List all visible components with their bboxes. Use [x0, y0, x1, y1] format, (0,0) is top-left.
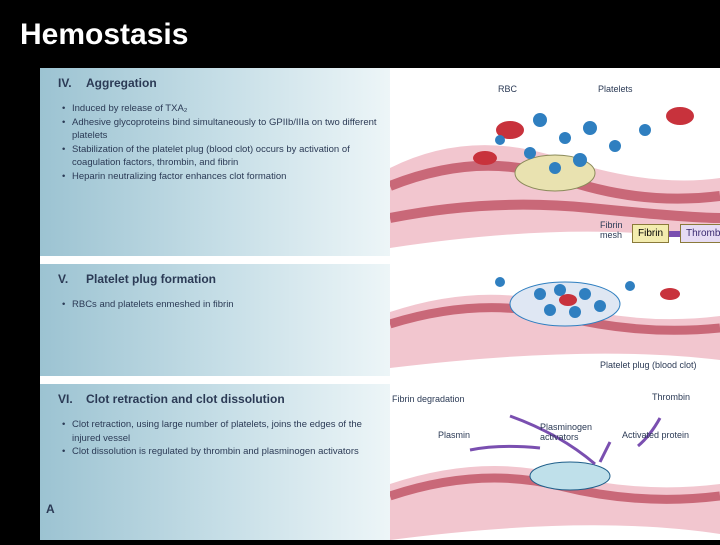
- panel-heading-text: Platelet plug formation: [86, 272, 217, 286]
- label-fibrin-mesh: Fibrin mesh: [600, 220, 623, 240]
- bullet-list: Clot retraction, using large number of p…: [62, 418, 380, 459]
- panel-clot-retraction: VI.Clot retraction and clot dissolution …: [40, 384, 720, 540]
- panel-number: VI.: [58, 392, 73, 406]
- bullet-list: Induced by release of TXA₂ Adhesive glyc…: [62, 102, 380, 183]
- text-box: VI.Clot retraction and clot dissolution …: [40, 384, 395, 540]
- label-activated-protein: Activated protein: [622, 430, 690, 440]
- label-thrombin: Thrombin: [652, 392, 691, 402]
- panel-number: V.: [58, 272, 69, 286]
- panel-heading-text: Clot retraction and clot dissolution: [86, 392, 285, 406]
- label-platelet-plug: Platelet plug (blood clot): [600, 360, 697, 370]
- aggregation-illustration: RBC Platelets Fibrin mesh Fibrin Thrombi…: [388, 68, 720, 256]
- figure-content: IV. Aggregation Induced by release of TXA…: [40, 68, 720, 540]
- vessel-illustration: [388, 264, 720, 376]
- label-fibrin-degradation: Fibrin degradation: [392, 394, 465, 404]
- panel-aggregation: IV. Aggregation Induced by release of TXA…: [40, 68, 720, 256]
- clot-retraction-illustration: Fibrin degradation Thrombin Plasmin Plas…: [388, 384, 720, 540]
- bullet-item: Stabilization of the platelet plug (bloo…: [62, 143, 380, 170]
- bullet-item: Heparin neutralizing factor enhances clo…: [62, 170, 380, 184]
- thrombin-box: Thrombin: [680, 224, 720, 243]
- panel-number: IV.: [58, 76, 72, 90]
- panel-heading: VI. Clot retraction and clot dissolution: [58, 392, 285, 406]
- slide-title: Hemostasis: [20, 18, 189, 51]
- panel-heading-text: Aggregation: [86, 76, 157, 90]
- bullet-item: RBCs and platelets enmeshed in fibrin: [62, 298, 380, 312]
- panel-platelet-plug: V. Platelet plug formation RBCs and plate…: [40, 264, 720, 376]
- panel-heading: V. Platelet plug formation: [58, 272, 216, 286]
- platelet-plug-illustration: Platelet plug (blood clot): [388, 264, 720, 376]
- bullet-list: RBCs and platelets enmeshed in fibrin: [62, 298, 380, 312]
- label-plasmin: Plasmin: [438, 430, 471, 440]
- vessel-illustration: [388, 68, 720, 256]
- text-box: V. Platelet plug formation RBCs and plate…: [40, 264, 395, 376]
- label-platelets: Platelets: [598, 84, 633, 94]
- figure-letter: A: [46, 502, 55, 516]
- vessel-illustration: [388, 384, 720, 540]
- bullet-item: Clot retraction, using large number of p…: [62, 418, 380, 445]
- text-box: IV. Aggregation Induced by release of TXA…: [40, 68, 395, 256]
- label-rbc: RBC: [498, 84, 518, 94]
- panel-heading: IV. Aggregation: [58, 76, 157, 90]
- bullet-item: Clot dissolution is regulated by thrombi…: [62, 445, 380, 459]
- bullet-item: Induced by release of TXA₂: [62, 102, 380, 116]
- fibrin-box: Fibrin: [632, 224, 670, 243]
- bullet-item: Adhesive glycoproteins bind simultaneous…: [62, 116, 380, 143]
- label-plasminogen-activators: Plasminogen activators: [540, 422, 593, 442]
